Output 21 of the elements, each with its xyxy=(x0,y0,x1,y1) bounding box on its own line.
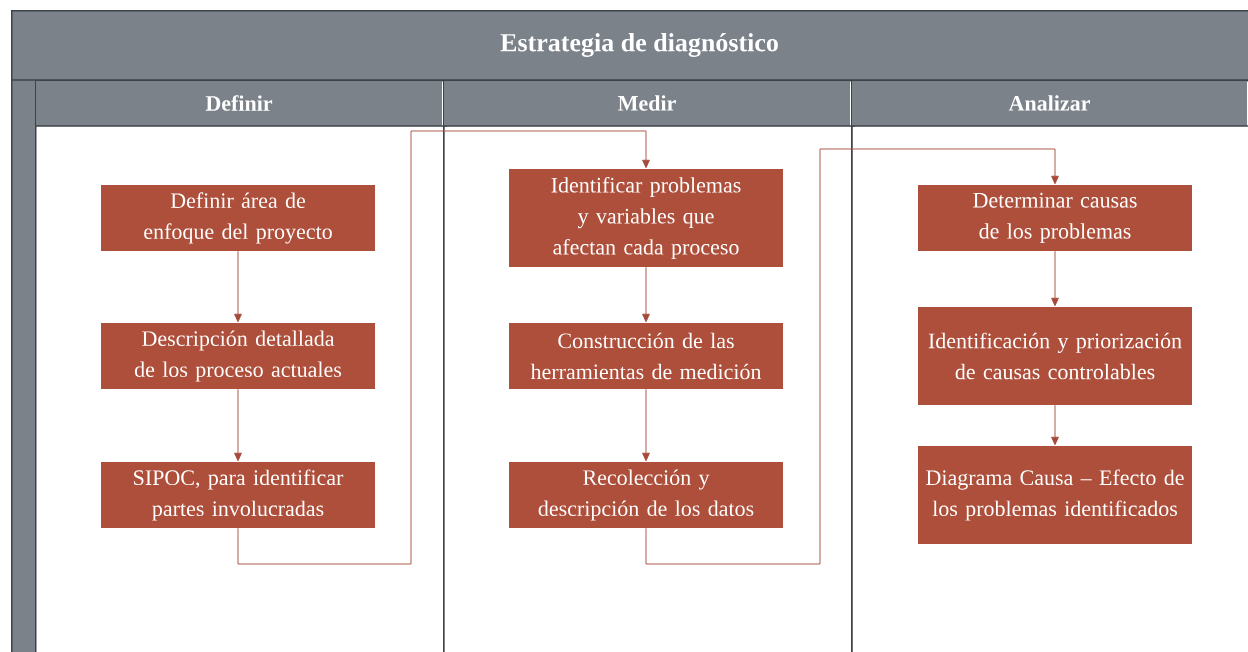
lane-header: Definir xyxy=(34,81,448,127)
arrow xyxy=(1051,404,1059,446)
process-box: Construcción de las herramientas de medición xyxy=(509,323,783,389)
arrow xyxy=(234,250,242,323)
arrow xyxy=(642,266,650,323)
process-box: Diagrama Causa – Efecto de los problemas identificados xyxy=(918,446,1192,544)
arrow xyxy=(234,388,242,462)
process-box: Definir área de enfoque del proyecto xyxy=(101,185,375,251)
arrow xyxy=(1051,250,1059,307)
lane-header: Medir xyxy=(442,81,856,127)
process-box: Recolección y descripción de los datos xyxy=(509,462,783,528)
arrow xyxy=(237,130,650,565)
process-box: Determinar causas de los problemas xyxy=(918,185,1192,251)
process-box: Identificación y priorización de causas controlables xyxy=(918,307,1192,405)
lane-header: Analizar xyxy=(850,81,1248,127)
process-box: Descripción detallada de los proceso actuales xyxy=(101,323,375,389)
swimlane xyxy=(850,80,1248,652)
process-box: SIPOC, para identificar partes involucradas xyxy=(101,462,375,528)
arrow xyxy=(645,148,1059,565)
arrow xyxy=(642,388,650,462)
process-box: Identificar problemas y variables que afectan cada proceso xyxy=(509,169,783,267)
